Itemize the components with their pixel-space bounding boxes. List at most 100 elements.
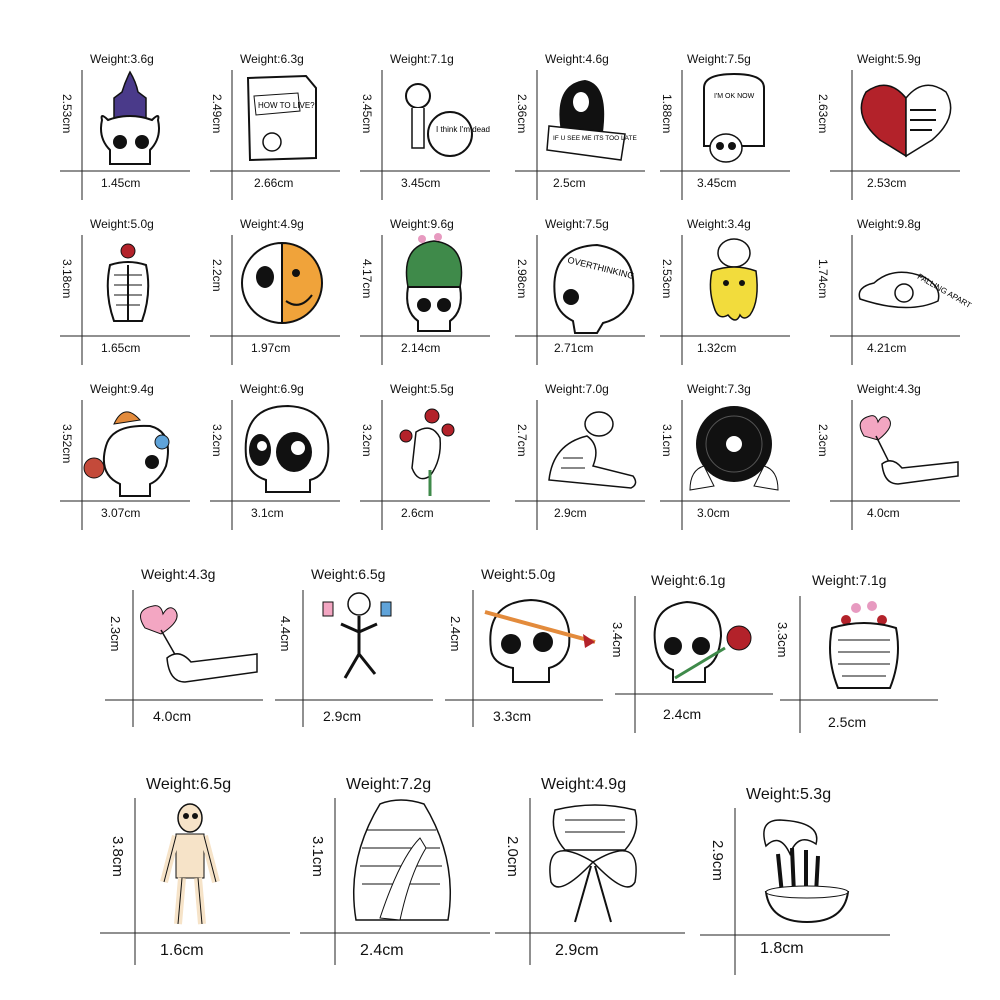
pin-card-16: Weight:7.0g 2.7cm 2.9cm [515,380,655,530]
pin-card-20: Weight:6.5g 4.4cm 2.9cm [275,562,440,732]
width-label: 2.9cm [554,506,587,520]
tombstone-text: I'M OK NOW [714,93,755,100]
weight-label: Weight:7.5g [687,52,751,66]
width-label: 2.9cm [555,942,599,959]
weight-label: Weight:6.5g [146,776,232,793]
weight-label: Weight:7.1g [812,572,887,588]
pin-card-18: Weight:4.3g 2.3cm 4.0cm [816,380,970,530]
width-label: 2.5cm [828,714,867,730]
pin-card-7: Weight:5.0g 3.18cm 1.65cm [60,215,200,365]
width-label: 3.3cm [493,708,532,724]
width-label: 4.0cm [153,708,192,724]
width-label: 2.53cm [867,176,907,190]
width-label: 3.07cm [101,506,141,520]
height-label: 2.0cm [504,836,521,877]
sitting-skeleton-pin [515,400,645,530]
width-label: 2.6cm [401,506,434,520]
pin-card-4: IF U SEE ME ITS TOO LATE Weight:4.6g 2.3… [515,50,655,200]
skeleton-hand-coffee-cup-pin [700,808,890,975]
height-label: 3.8cm [109,836,126,877]
width-label: 2.9cm [323,708,362,724]
width-label: 4.0cm [867,506,900,520]
pin-card-8: Weight:4.9g 2.2cm 1.97cm [210,215,350,365]
width-label: 2.4cm [360,942,404,959]
melting-smiley-skull-pin [660,235,790,365]
height-label: 1.88cm [660,94,674,134]
width-label: 2.4cm [663,706,702,722]
weight-label: Weight:7.1g [390,52,454,66]
weight-label: Weight:6.5g [311,566,386,582]
skull-rose-pin [615,596,773,733]
pin-card-17: Weight:7.3g 3.1cm 3.0cm [660,380,800,530]
big-eye-skull-pin [210,400,340,530]
weight-label: Weight:7.3g [687,382,751,396]
width-label: 2.14cm [401,341,441,355]
height-label: 2.53cm [660,259,674,299]
height-label: 4.17cm [360,259,374,299]
weight-label: Weight:9.6g [390,217,454,231]
pin-card-23: Weight:7.1g 3.3cm 2.5cm [775,568,945,738]
width-label: 3.1cm [251,506,284,520]
height-label: 3.52cm [60,424,74,464]
pin-card-26: Weight:4.9g 2.0cm 2.9cm [495,770,690,970]
weight-label: Weight:4.3g [857,382,921,396]
pin-card-15: Weight:5.5g 3.2cm 2.6cm [360,380,500,530]
apple-text: I think I'm dead [436,125,490,134]
heart-ribcage-pin [830,70,960,200]
book-text: HOW TO LIVE? [258,101,315,110]
weight-label: Weight:5.3g [746,786,832,803]
pin-card-10: OVERTHINKING Weight:7.5g 2.98cm 2.71cm [515,215,655,365]
ribcage-bow-pin [495,798,685,965]
pin-card-27: Weight:5.3g 2.9cm 1.8cm [700,780,895,980]
height-label: 3.18cm [60,259,74,299]
weight-label: Weight:4.6g [545,52,609,66]
pin-card-25: Weight:7.2g 3.1cm 2.4cm [300,770,495,970]
width-label: 1.6cm [160,942,204,959]
height-label: 2.4cm [448,616,463,652]
pin-card-6: Weight:5.9g 2.63cm 2.53cm [816,50,970,200]
width-label: 2.5cm [553,176,586,190]
height-label: 2.9cm [709,840,726,881]
height-label: 4.4cm [278,616,293,652]
heart-lollipop-hand-pin [105,590,263,727]
pin-card-11: Weight:3.4g 2.53cm 1.32cm [660,215,800,365]
height-label: 3.1cm [309,836,326,877]
weight-label: Weight:4.9g [541,776,627,793]
height-label: 3.2cm [210,424,224,457]
pin-card-22: Weight:6.1g 3.4cm 2.4cm [610,568,780,738]
weight-label: Weight:6.1g [651,572,726,588]
heart-lollipop-hand-pin [830,400,960,530]
skeleton-apple-pin: I think I'm dead [360,70,490,200]
width-label: 3.45cm [401,176,441,190]
mushroom-skull-pin [60,400,190,530]
height-label: 1.74cm [816,259,830,299]
width-label: 3.0cm [697,506,730,520]
weight-label: Weight:5.5g [390,382,454,396]
weight-label: Weight:4.3g [141,566,216,582]
width-label: 1.97cm [251,341,291,355]
pin-card-9: Weight:9.6g 4.17cm 2.14cm [360,215,500,365]
height-label: 3.3cm [775,622,790,658]
width-label: 1.65cm [101,341,141,355]
pin-card-19: Weight:4.3g 2.3cm 4.0cm [105,562,270,732]
flower-ribcage-pin [780,596,938,733]
height-label: 2.2cm [210,259,224,292]
height-label: 2.36cm [515,94,529,134]
pin-card-2: HOW TO LIVE? Weight:6.3g 2.49cm 2.66cm [210,50,350,200]
height-label: 2.53cm [60,94,74,134]
pin-card-24: Weight:6.5g 3.8cm 1.6cm [100,770,295,970]
candle-skull-pin [60,70,190,200]
falling-apart-pin: FALLING APART [830,235,973,365]
weight-label: Weight:3.4g [687,217,751,231]
rose-ribcage-pin [60,235,190,365]
height-label: 3.4cm [610,622,625,658]
skull-smiley-face-pin [210,235,340,365]
reaper-banner-pin: IF U SEE ME ITS TOO LATE [515,70,645,200]
weight-label: Weight:9.4g [90,382,154,396]
rose-skeleton-hand-pin [360,400,490,530]
weight-label: Weight:9.8g [857,217,921,231]
standing-skeleton-pin [100,798,290,965]
height-label: 3.1cm [660,424,674,457]
pin-card-1: Weight:3.6g 2.53cm 1.45cm [60,50,200,200]
pin-card-21: Weight:5.0g 2.4cm 3.3cm [445,562,610,732]
